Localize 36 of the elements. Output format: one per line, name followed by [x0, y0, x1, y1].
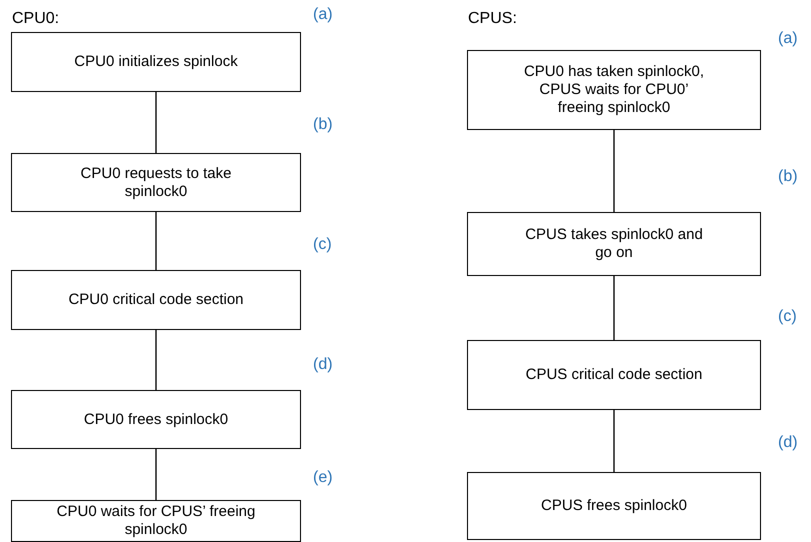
box-text: CPU0 frees spinlock0	[84, 410, 228, 428]
connector-line	[613, 410, 615, 472]
box-text: CPU0 critical code section	[68, 291, 244, 309]
process-box	[467, 212, 761, 276]
column-heading: CPUS:	[468, 10, 517, 28]
box-text: CPUS critical code section	[526, 366, 702, 384]
process-box	[11, 270, 301, 330]
step-marker: (d)	[313, 356, 333, 374]
column-heading: CPU0:	[12, 10, 60, 28]
box-text: CPUS takes spinlock0 and go on	[524, 226, 704, 262]
box-text: CPU0 has taken spinlock0, CPUS waits for CPU0’ freeing spinlock0	[522, 63, 706, 117]
step-marker: (b)	[313, 116, 333, 134]
step-marker: (c)	[778, 308, 797, 326]
process-box	[467, 50, 761, 130]
process-box	[11, 390, 301, 449]
process-box	[467, 472, 761, 540]
box-text: CPU0 waits for CPUS’ freeing spinlock0	[56, 503, 256, 539]
step-marker: (c)	[313, 236, 332, 254]
connector-line	[613, 276, 615, 340]
step-marker: (a)	[313, 6, 333, 24]
process-box	[11, 32, 301, 92]
step-marker: (a)	[778, 30, 798, 48]
step-marker: (d)	[778, 434, 798, 452]
step-marker: (b)	[778, 168, 798, 186]
process-box	[467, 340, 761, 410]
connector-line	[155, 212, 157, 270]
connector-line	[613, 130, 615, 212]
step-marker: (e)	[313, 469, 333, 487]
connector-line	[155, 449, 157, 500]
connector-line	[155, 330, 157, 390]
connector-line	[155, 92, 157, 153]
process-box	[11, 153, 301, 212]
box-text: CPU0 initializes spinlock	[74, 53, 238, 71]
process-box	[11, 500, 301, 542]
box-text: CPUS frees spinlock0	[541, 497, 687, 515]
box-text: CPU0 requests to take spinlock0	[80, 164, 232, 200]
